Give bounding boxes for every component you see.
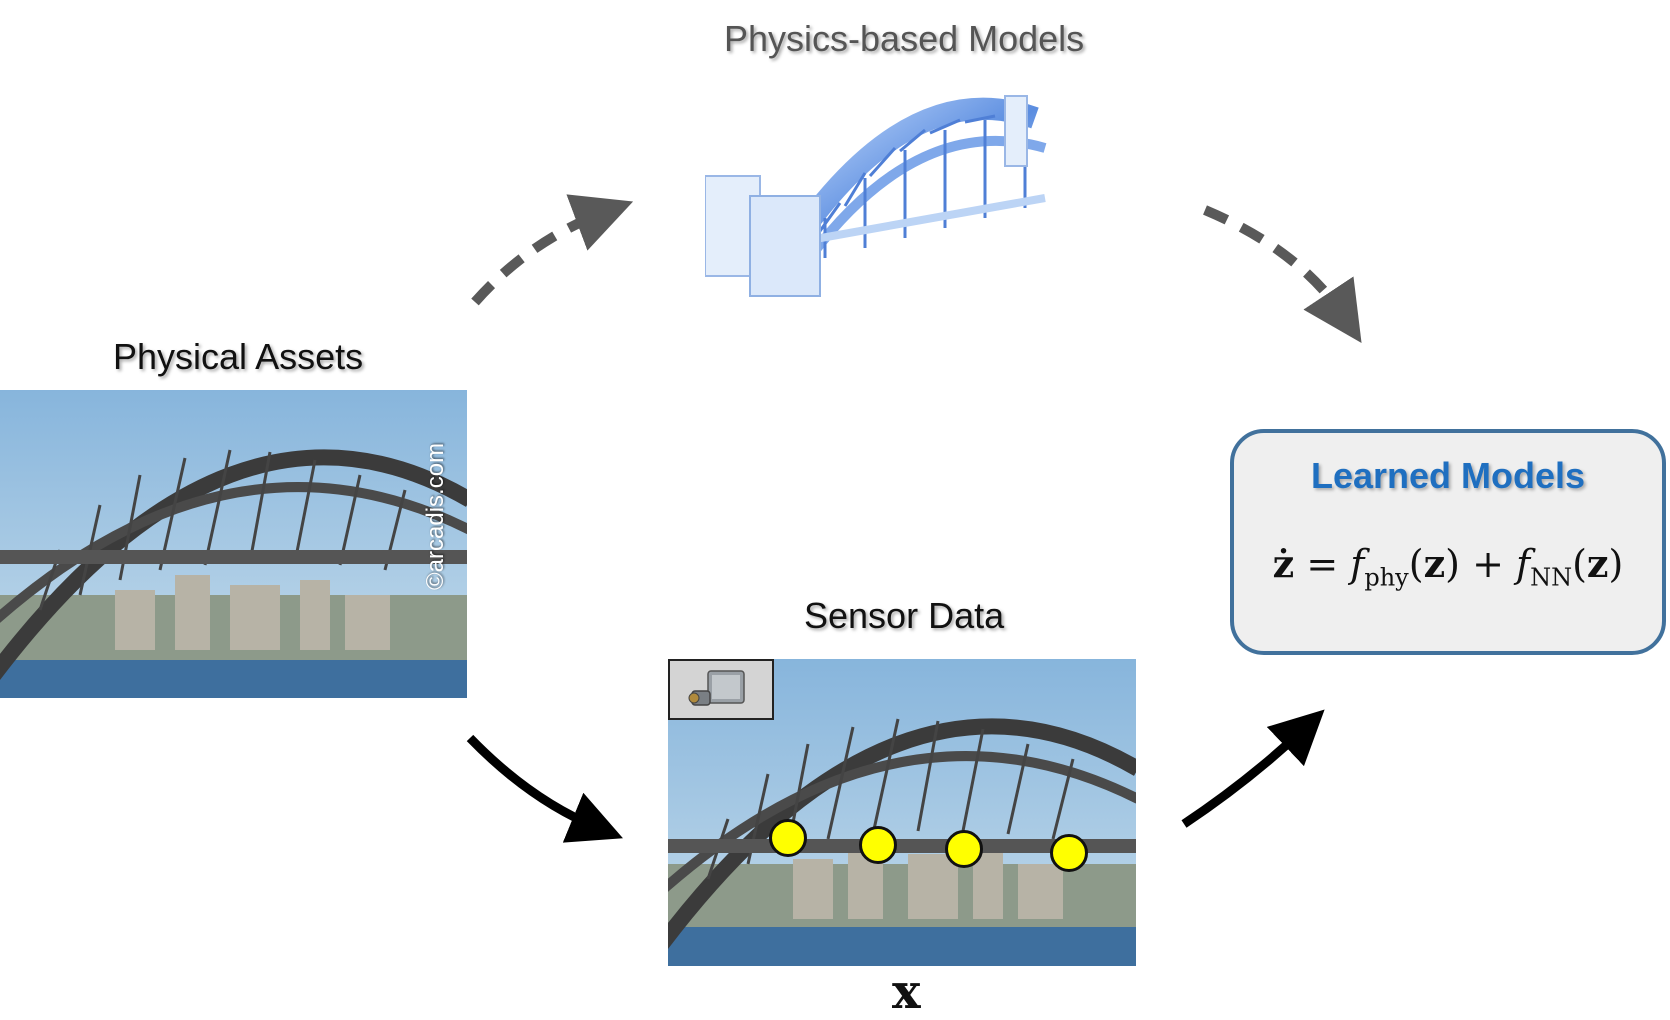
arrow-assets-to-sensor [466, 734, 623, 843]
physical-assets-title: Physical Assets [113, 336, 364, 377]
learned-models-title: Learned Models [1310, 455, 1586, 496]
sensor-marker [1050, 834, 1088, 872]
physics-models-title: Physics-based Models [724, 18, 1085, 59]
learned-model-equation: ż = fphy(z) + fNN(z) [1272, 541, 1624, 592]
physical-assets-photo [0, 390, 467, 698]
sensor-marker [945, 830, 983, 868]
accelerometer-thumbnail [668, 659, 774, 720]
arrow-sensor-to-learned [1181, 709, 1325, 828]
sensor-marker [769, 819, 807, 857]
sensor-variable-x: x [892, 964, 921, 1020]
arrow-physics-to-learned [1203, 205, 1362, 344]
sensor-marker [859, 826, 897, 864]
sensor-data-title: Sensor Data [804, 595, 1005, 636]
learned-models-box: Learned Models ż = fphy(z) + fNN(z) [1230, 429, 1666, 655]
arrow-assets-to-physics [471, 194, 634, 306]
physics-model-bridge-image [705, 95, 1047, 297]
